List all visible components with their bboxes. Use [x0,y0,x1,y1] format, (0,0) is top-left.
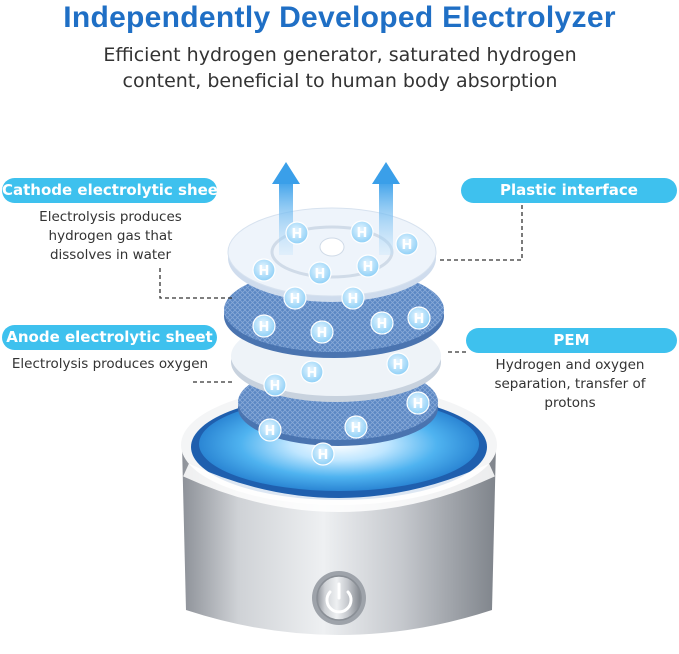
hydrogen-molecule-icon: H [395,232,419,256]
anode-description: Electrolysis produces oxygen [11,356,209,372]
hydrogen-molecule-icon: H [300,360,324,384]
hydrogen-molecule-icon: H [252,258,276,282]
svg-text:H: H [377,317,388,332]
hydrogen-molecule-icon: H [406,391,430,415]
hydrogen-molecule-icon: H [252,314,276,338]
svg-text:H: H [402,238,413,253]
page-title: Independently Developed Electrolyzer [63,1,616,34]
power-button-icon[interactable] [312,571,366,625]
leader-lines [159,205,523,383]
svg-text:H: H [318,448,329,463]
cathode-label: Cathode electrolytic sheet [2,178,225,203]
hydrogen-molecule-icon: H [350,220,374,244]
svg-text:H: H [348,292,359,307]
hydrogen-molecule-icon: H [308,261,332,285]
pem-label: PEM [466,328,677,353]
cathode-description: Electrolysis produces hydrogen gas that … [39,209,182,263]
hydrogen-molecule-icon: H [311,442,335,466]
hydrogen-molecule-icon: H [356,254,380,278]
svg-text:H: H [413,397,424,412]
hydrogen-molecule-icon: H [310,320,334,344]
svg-text:H: H [317,326,328,341]
hydrogen-molecule-icon: H [341,286,365,310]
svg-text:H: H [351,421,362,436]
svg-text:H: H [290,292,301,307]
hydrogen-molecule-icon: H [285,221,309,245]
anode-label: Anode electrolytic sheet [2,325,217,350]
svg-text:H: H [307,366,318,381]
hydrogen-molecule-icon: H [386,352,410,376]
svg-text:H: H [363,260,374,275]
svg-text:H: H [259,320,270,335]
hydrogen-molecule-icon: H [407,306,431,330]
hydrogen-molecule-icon: H [258,418,282,442]
pem-description: Hydrogen and oxygen separation, transfer… [494,357,646,411]
svg-text:H: H [357,226,368,241]
hydrogen-molecule-icon: H [263,373,287,397]
svg-text:H: H [393,358,404,373]
svg-text:H: H [315,267,326,282]
svg-text:H: H [259,264,270,279]
page-subtitle: Efficient hydrogen generator, saturated … [103,44,577,92]
svg-text:H: H [292,227,303,242]
hydrogen-molecule-icon: H [370,311,394,335]
plastic-interface-label: Plastic interface [461,178,677,203]
svg-text:H: H [414,312,425,327]
upward-arrow-icon [372,162,400,255]
svg-text:H: H [265,424,276,439]
hydrogen-molecule-icon: H [283,286,307,310]
hydrogen-molecule-icon: H [344,415,368,439]
svg-text:H: H [270,379,281,394]
